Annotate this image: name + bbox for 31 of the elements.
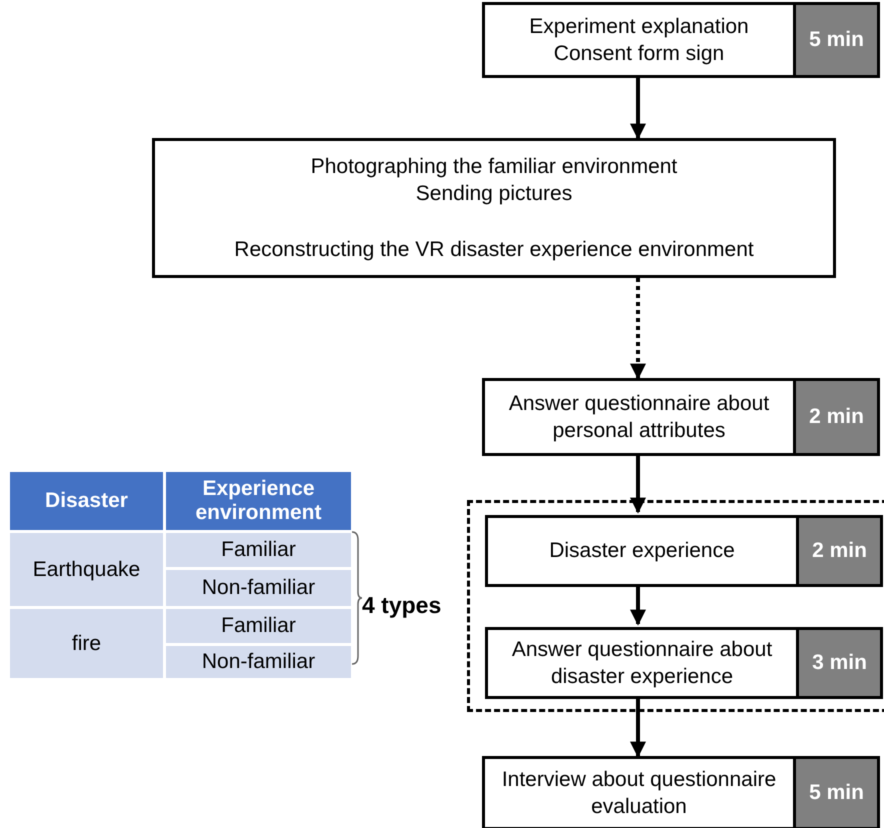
step-text: Interview about questionnaire evaluation (500, 766, 778, 820)
dashed-group-frame (467, 500, 884, 712)
group-label: 4 types (362, 591, 442, 620)
table-cell: Non-familiar (166, 646, 351, 678)
duration-text: 3 min (796, 630, 880, 696)
duration-text: 5 min (793, 5, 877, 75)
duration-text: 2 min (796, 518, 880, 584)
table-cell: Familiar (166, 533, 351, 567)
step-box (482, 2, 880, 78)
step-text: Photographing the familiar environment Sending pictures (310, 154, 678, 208)
step-box (485, 627, 883, 699)
duration-text: 2 min (793, 381, 877, 453)
arrow (630, 78, 646, 140)
table-cell: fire (10, 609, 163, 678)
duration-text: 5 min (793, 759, 877, 827)
step-text: Reconstructing the VR disaster experience environment (233, 236, 755, 263)
table-cell: Disaster (10, 472, 163, 530)
step-box (482, 756, 880, 828)
step-box (482, 378, 880, 456)
table-cell: Earthquake (10, 533, 163, 606)
step-text: Disaster experience (548, 538, 736, 564)
table-cell: Experience environment (166, 472, 351, 530)
step-box (152, 138, 836, 278)
step-text: Experiment explanation Consent form sign (528, 14, 750, 67)
step-text: Answer questionnaire about disaster experience (510, 636, 774, 690)
step-box (485, 515, 883, 587)
table-cell: Familiar (166, 609, 351, 643)
arrow (630, 278, 646, 380)
table-cell: Non-familiar (166, 570, 351, 606)
step-text: Answer questionnaire about personal attributes (508, 390, 770, 444)
arrow (630, 456, 646, 514)
